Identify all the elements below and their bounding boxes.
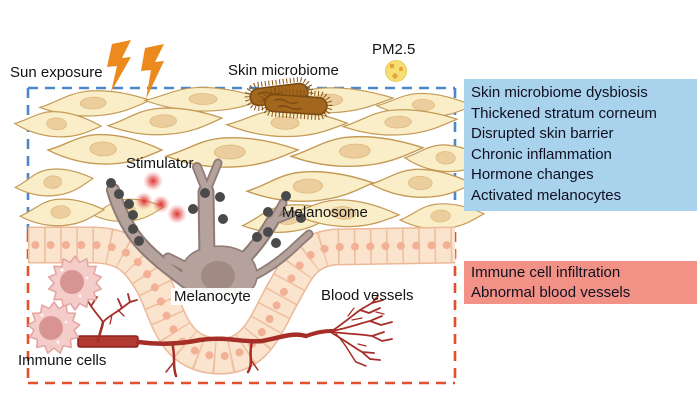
lightning-bolt-icon bbox=[107, 40, 164, 99]
panel-line: Disrupted skin barrier bbox=[471, 125, 614, 142]
melanosome-label: Melanosome bbox=[282, 204, 368, 221]
panel-line: Thickened stratum corneum bbox=[471, 104, 657, 122]
pm25-particle-icon bbox=[385, 60, 407, 82]
panel-line: Chronic inflammation bbox=[471, 145, 612, 163]
blood-vessels-label: Blood vessels bbox=[321, 287, 414, 304]
melanocyte-nucleus bbox=[201, 261, 235, 291]
capillary-tree-icon bbox=[85, 293, 138, 343]
melanosome-dots bbox=[106, 178, 306, 248]
panel-line: Abnormal blood vessels bbox=[471, 284, 631, 301]
epidermis-changes-panel: Skin microbiome dysbiosis Thickened stra… bbox=[464, 79, 697, 211]
panel-line: Activated melanocytes bbox=[471, 186, 622, 204]
capillary-bed-icon bbox=[304, 295, 393, 367]
stimulator-glow bbox=[135, 171, 187, 224]
immune-cell bbox=[47, 255, 103, 311]
bacteria-icon bbox=[244, 77, 333, 121]
immune-cells-label: Immune cells bbox=[18, 352, 107, 369]
panel-line: Skin microbiome dysbiosis bbox=[471, 84, 648, 101]
sun-exposure-label: Sun exposure bbox=[10, 64, 103, 81]
basal-cell-layer bbox=[24, 226, 459, 375]
immune-cell bbox=[27, 301, 81, 354]
melanocyte-label: Melanocyte bbox=[171, 288, 254, 305]
stimulator-label: Stimulator bbox=[126, 155, 194, 172]
keratinocyte-layer bbox=[13, 85, 491, 238]
pm25-label: PM2.5 bbox=[372, 41, 416, 58]
skin-microbiome-label: Skin microbiome bbox=[228, 62, 339, 79]
panel-line: Hormone changes bbox=[471, 166, 594, 183]
panel-line: Immune cell infiltration bbox=[471, 264, 621, 281]
blood-vessel bbox=[77, 293, 393, 378]
dermis-changes-panel: Immune cell infiltration Abnormal blood … bbox=[464, 261, 697, 304]
